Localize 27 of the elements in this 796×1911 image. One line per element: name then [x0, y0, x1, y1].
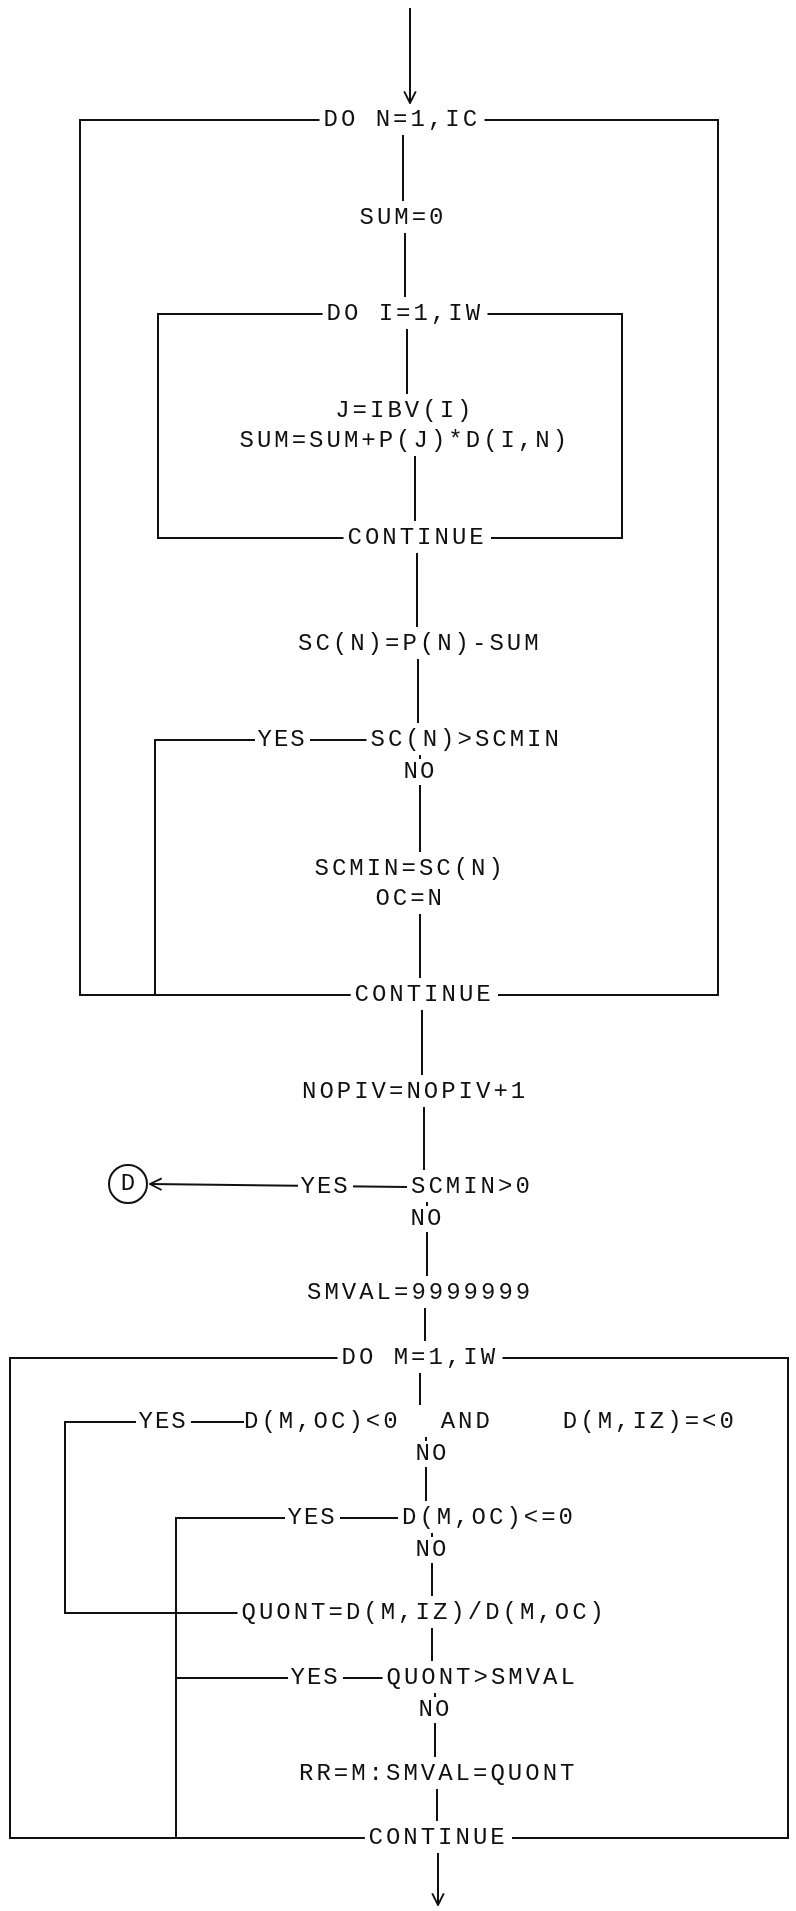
connector-circle: D: [108, 1164, 148, 1204]
connector-line: [402, 134, 404, 202]
statement-text: J=IBV(I): [334, 396, 476, 426]
connector-line: [406, 328, 408, 395]
flow-arrow: [403, 7, 417, 104]
connector-line: [157, 313, 345, 539]
connector-line: [419, 1372, 421, 1406]
connector-line: [175, 1677, 384, 1839]
connector-line: [423, 1106, 425, 1171]
connector-line: [419, 913, 421, 979]
connector-line: [431, 1627, 433, 1662]
connector-line: [501, 1357, 789, 1839]
connector-line: [404, 232, 406, 298]
connector-line: [424, 1307, 426, 1342]
connector-line: [486, 313, 623, 539]
flow-arrow: [431, 1852, 445, 1906]
statement-text: SCMIN=SC(N): [314, 854, 506, 884]
connector-line: [154, 739, 368, 996]
connector-line: [421, 1009, 423, 1076]
connector-line: [417, 658, 419, 724]
connector-line: [483, 119, 719, 996]
connector-line: [64, 1421, 245, 1614]
connector-line: [436, 1788, 438, 1822]
connector-line: [414, 455, 416, 522]
statement-text: SUM=SUM+P(J)*D(I,N): [239, 426, 571, 456]
connector-line: [416, 552, 418, 628]
statement-text: OC=N: [374, 884, 446, 914]
